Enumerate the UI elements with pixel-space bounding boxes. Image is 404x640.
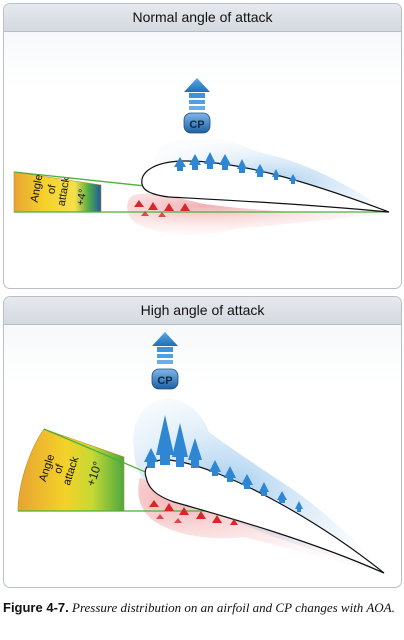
high-pressure-arrows: [149, 500, 238, 525]
low-pressure-arrows: [144, 415, 303, 512]
center-of-pressure-arrow: CP: [151, 332, 179, 390]
high-aoa-diagram: Angle of attack +10°: [17, 332, 385, 574]
aoa-gauge-label-1: Angle: [29, 174, 46, 204]
center-of-pressure-arrow: CP: [183, 78, 211, 134]
cp-label: CP: [189, 119, 204, 131]
figure-label: Figure 4-7.: [3, 600, 69, 615]
aoa-gauge-label-3: attack: [56, 175, 73, 206]
high-pressure-region: [127, 193, 389, 235]
normal-aoa-panel: Normal angle of attack: [3, 3, 402, 289]
low-pressure-arrows: [174, 152, 297, 184]
panel-title: High angle of attack: [4, 297, 401, 325]
panel-title: Normal angle of attack: [4, 4, 401, 32]
aoa-value: +4°: [75, 188, 90, 207]
high-pressure-arrows: [134, 200, 190, 217]
cp-label: CP: [157, 375, 172, 387]
normal-aoa-diagram: Angle of attack +4°: [13, 78, 390, 235]
figure-caption: Figure 4-7. Pressure distribution on an …: [3, 598, 399, 617]
high-aoa-panel: High angle of attack Angle of: [3, 296, 402, 588]
airfoil: [144, 459, 385, 574]
caption-text: Pressure distribution on an airfoil and …: [72, 600, 395, 615]
aoa-gauge-label-2: of: [45, 183, 59, 195]
